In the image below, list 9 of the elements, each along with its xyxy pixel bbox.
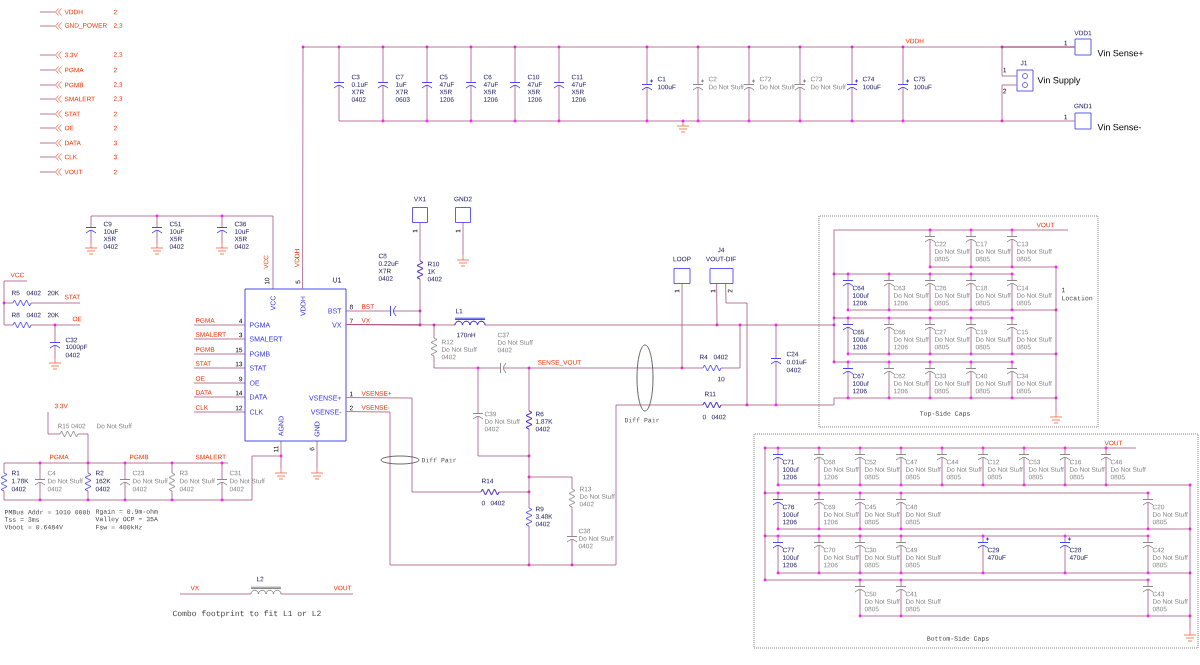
wire xyxy=(346,283,683,496)
wire xyxy=(346,283,718,326)
connector-label: Vin Sense- xyxy=(1097,123,1141,131)
wire xyxy=(346,283,748,566)
wire xyxy=(1001,84,1075,122)
connector-label: Vin Sense+ xyxy=(1097,49,1144,57)
wire xyxy=(1001,46,1075,77)
note-text: Combo footprint to fit L1 or L2 xyxy=(172,610,321,618)
connector-label: Vin Supply xyxy=(1037,76,1081,86)
